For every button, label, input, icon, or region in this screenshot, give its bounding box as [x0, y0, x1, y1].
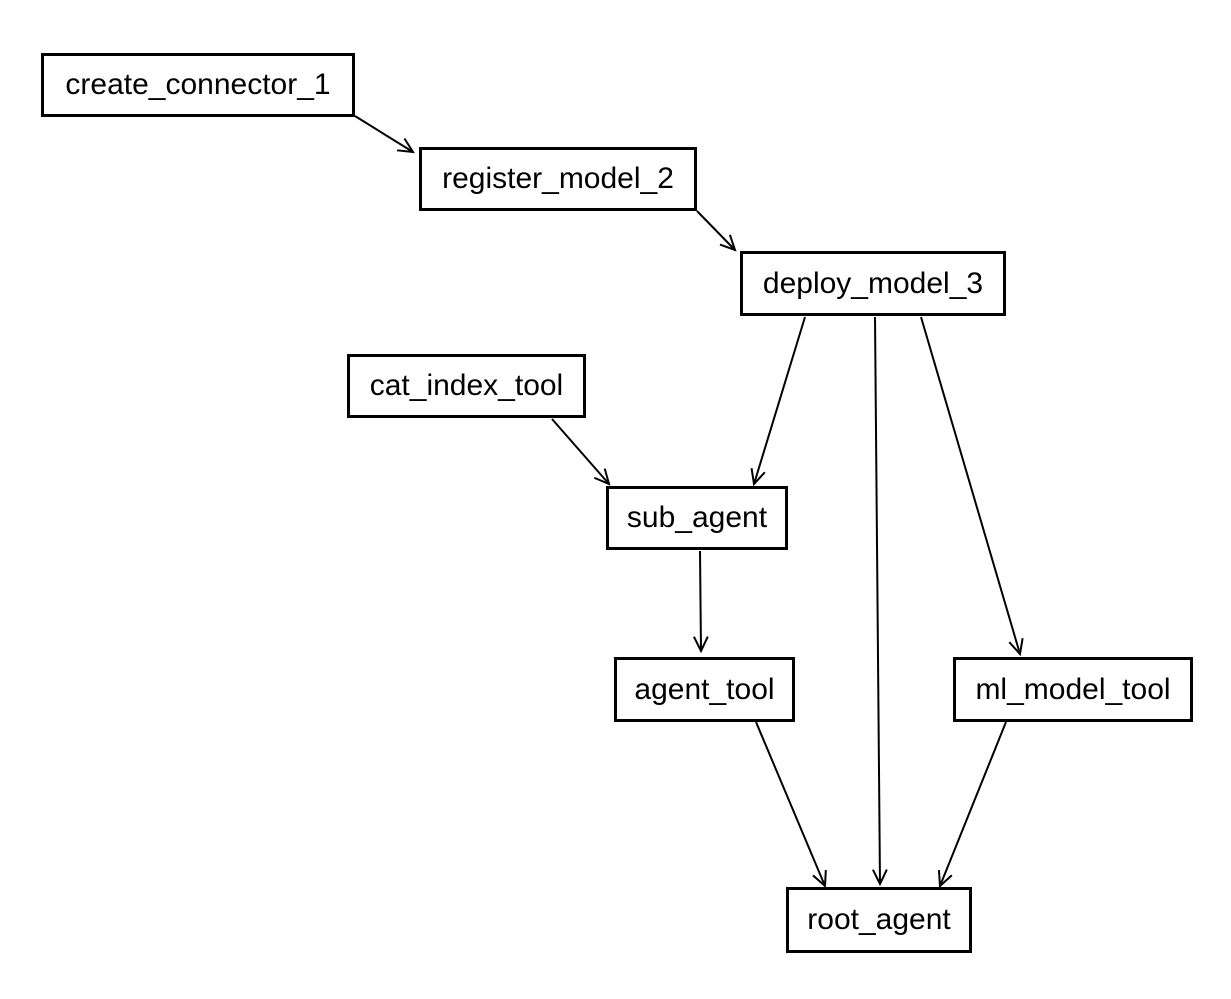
edge-sub-agent-to-agent-tool — [693, 550, 709, 654]
node-label: cat_index_tool — [369, 369, 564, 402]
node-deploy-model-3: deploy_model_3 — [740, 251, 1006, 316]
arrowhead — [937, 869, 953, 889]
node-sub-agent: sub_agent — [606, 486, 788, 550]
edge-deploy-model-3-to-ml-model-tool — [920, 316, 1024, 657]
arrowhead — [693, 636, 709, 654]
arrowhead — [1008, 638, 1024, 657]
arrowhead — [396, 137, 415, 154]
edge-agent-tool-to-root-agent — [755, 721, 827, 889]
node-label: ml_model_tool — [975, 672, 1171, 706]
node-register-model-2: register_model_2 — [419, 147, 697, 211]
node-label: sub_agent — [626, 501, 768, 534]
arrowhead — [872, 869, 888, 887]
arrowhead — [812, 869, 827, 889]
arrowhead — [750, 468, 766, 487]
node-label: deploy_model_3 — [762, 266, 984, 300]
node-label: agent_tool — [634, 672, 775, 706]
edge-create-connector-1-to-register-model-2 — [354, 115, 415, 154]
node-root-agent: root_agent — [786, 887, 972, 953]
arrowhead — [719, 234, 737, 252]
node-cat-index-tool: cat_index_tool — [347, 354, 586, 418]
edge-ml-model-tool-to-root-agent — [937, 721, 1007, 889]
node-ml-model-tool: ml_model_tool — [953, 657, 1193, 722]
edge-register-model-2-to-deploy-model-3 — [696, 210, 737, 252]
node-create-connector-1: create_connector_1 — [41, 53, 355, 117]
edge-deploy-model-3-to-sub-agent — [750, 316, 806, 487]
edge-cat-index-tool-to-sub-agent — [551, 418, 611, 486]
arrowhead — [593, 468, 611, 486]
node-agent-tool: agent_tool — [614, 657, 795, 722]
edge-deploy-model-3-to-root-agent — [872, 316, 888, 887]
node-label: root_agent — [807, 903, 951, 936]
node-label: register_model_2 — [442, 162, 674, 195]
node-label: create_connector_1 — [65, 68, 331, 101]
